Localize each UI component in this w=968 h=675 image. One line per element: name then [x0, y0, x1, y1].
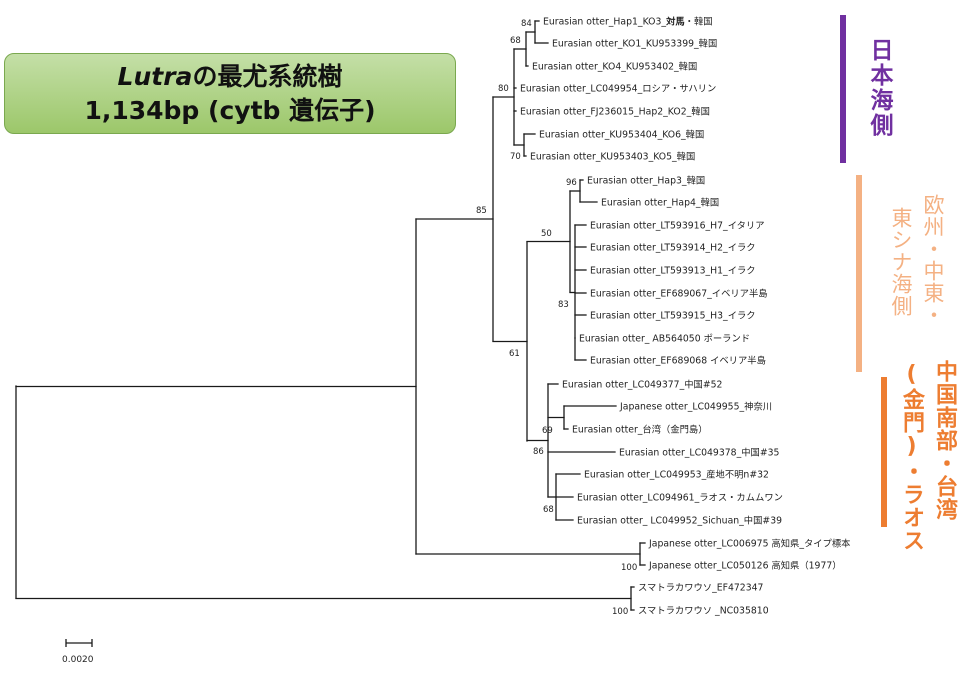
title-box: Lutraの最尤系統樹 1,134bp (cytb 遺伝子) [4, 53, 456, 134]
leaf-label: Eurasian otter_Hap4_韓国 [601, 198, 719, 209]
leaf-label: Eurasian otter_EF689067_イベリア半島 [590, 288, 768, 300]
leaf-label: スマトラカワウソ_EF472347 [638, 583, 764, 594]
bootstrap-value: 84 [521, 19, 532, 29]
leaf-label: Japanese otter_LC049955_神奈川 [619, 401, 772, 413]
group-label-europe-line-1: 欧州・中東・ [921, 194, 945, 326]
leaf-label: Japanese otter_LC006975 高知県_タイプ標本 [648, 538, 850, 550]
bootstrap-value: 70 [510, 152, 521, 162]
title-genus: Lutra [117, 61, 193, 91]
group-bar-europe-east-china-sea [856, 175, 862, 372]
leaf-label: Eurasian otter_ AB564050 ポーランド [579, 334, 750, 345]
bootstrap-value: 85 [476, 206, 487, 216]
leaf-label: Eurasian otter_KU953404_KO6_韓国 [539, 130, 704, 141]
bootstrap-value: 50 [541, 229, 552, 239]
group-label-south-china-line-1: 中国南部・台湾 [932, 360, 957, 521]
bootstrap-value: 61 [509, 349, 520, 359]
leaf-label: Eurasian otter_LC049377_中国#52 [562, 379, 722, 391]
leaf-label: Eurasian otter_LC049378_中国#35 [619, 447, 780, 459]
leaf-label: Eurasian otter_台湾（金門島） [572, 424, 708, 436]
leaf-label: Eurasian otter_FJ236015_Hap2_KO2_韓国 [520, 107, 710, 118]
leaf-label: Eurasian otter_KU953403_KO5_韓国 [530, 152, 695, 163]
scale-label: 0.0020 [62, 655, 94, 665]
group-bar-south-china-taiwan-laos [881, 377, 887, 527]
leaf-label: Eurasian otter_ LC049952_Sichuan_中国#39 [577, 515, 782, 527]
scale-bar: 0.0020 [62, 639, 94, 665]
group-label-europe-line-2: 東シナ海側 [889, 207, 913, 317]
leaf-label: スマトラカワウソ _NC035810 [638, 606, 769, 617]
leaf-label: Eurasian otter_LC049953_産地不明n#32 [584, 469, 769, 481]
leaf-label: Eurasian otter_KO4_KU953402_韓国 [532, 62, 697, 73]
title-rest: の最尤系統樹 [192, 61, 343, 91]
group-label-south-china-line-2: (金門)・ラオス [899, 362, 924, 552]
leaf-label: Japanese otter_LC050126 高知県（1977） [648, 560, 842, 572]
bootstrap-value: 80 [498, 84, 509, 94]
bootstrap-value: 100 [612, 607, 628, 617]
leaf-label: Eurasian otter_Hap3_韓国 [587, 176, 705, 187]
title-line-2: 1,134bp (cytb 遺伝子) [84, 95, 376, 125]
bootstrap-value: 96 [566, 178, 577, 188]
bootstrap-value: 68 [543, 505, 554, 515]
bootstrap-value: 69 [542, 426, 553, 436]
leaf-label: Eurasian otter_LT593916_H7_イタリア [590, 221, 765, 232]
title-line-1: Lutraの最尤系統樹 [118, 60, 343, 94]
bootstrap-value: 100 [621, 563, 637, 573]
leaf-label: Eurasian otter_LT593914_H2_イラク [590, 243, 756, 254]
leaf-label: Eurasian otter_LT593913_H1_イラク [590, 266, 756, 277]
bootstrap-value: 83 [558, 300, 569, 310]
group-label-japan-sea: 日本海側 [866, 38, 892, 138]
leaf-label: Eurasian otter_LT593915_H3_イラク [590, 311, 756, 322]
leaf-label: Eurasian otter_Hap1_KO3_対馬・韓国 [543, 16, 713, 28]
leaf-label: Eurasian otter_LC049954_ロシア・サハリン [520, 84, 716, 95]
leaf-label: Eurasian otter_LC094961_ラオス・カムムワン [577, 493, 783, 504]
leaf-label: Eurasian otter_KO1_KU953399_韓国 [552, 39, 717, 50]
bootstrap-value: 68 [510, 36, 521, 46]
group-bar-japan-sea [840, 15, 846, 163]
leaf-label: Eurasian otter_EF689068 イベリア半島 [590, 355, 766, 367]
bootstrap-value: 86 [533, 447, 544, 457]
